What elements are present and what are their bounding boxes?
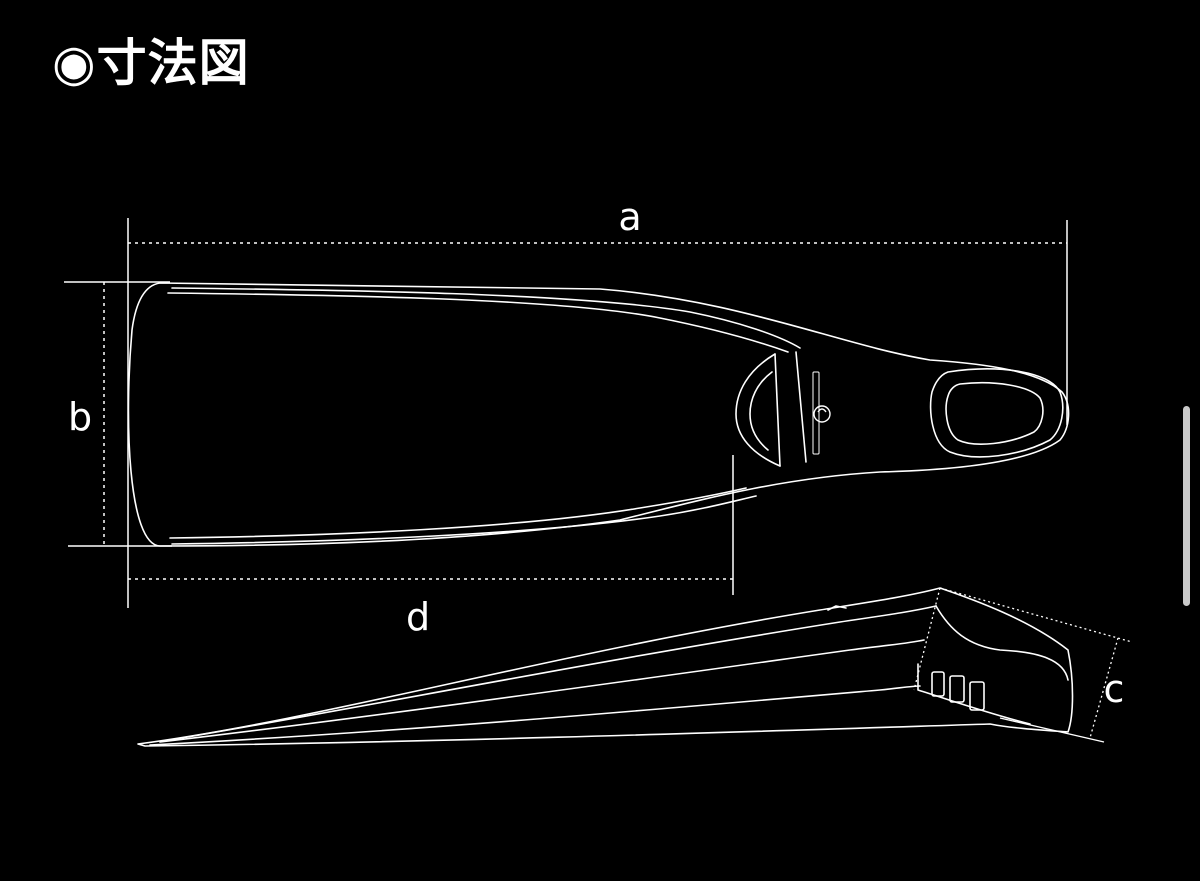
fin-side-rail-mid (159, 639, 925, 743)
fin-top-rail-lower (169, 487, 747, 539)
fin-top-foot-pocket-outer (929, 368, 1064, 458)
fin-top-bridge-edge-2 (795, 351, 807, 463)
fin-top-bridge (735, 353, 781, 467)
fin-side-view (137, 587, 1074, 747)
vertical-scrollbar[interactable] (1183, 406, 1190, 606)
page-title-text: ◉寸法図 (52, 34, 250, 92)
dimension-c-bottom-extension (999, 717, 1105, 743)
fin-top-bridge-edge-1 (774, 353, 781, 467)
dimension-c-line (1089, 637, 1119, 739)
dimension-d-label: d (406, 595, 430, 639)
fin-top-rail-lower-2 (171, 495, 757, 545)
page-title: ◉寸法図 (52, 26, 250, 100)
dimension-c-label: c (1104, 667, 1125, 711)
fin-top-rail-upper (167, 292, 789, 353)
dimension-c-top-extension (939, 587, 1133, 643)
dimension-c (913, 587, 1133, 743)
fin-side-cutout-3 (969, 681, 985, 711)
fin-side-rail-lower (149, 685, 921, 746)
brand-logo-icon (812, 371, 831, 455)
fin-top-foot-pocket-inner (945, 381, 1044, 445)
dimension-b (64, 281, 172, 547)
dimension-a-label: a (618, 195, 641, 239)
fin-side-rail-upper (169, 605, 937, 741)
dimension-b-label: b (68, 395, 92, 439)
fin-side-cutout-1 (931, 671, 945, 697)
fin-top-bridge-inner (749, 371, 773, 451)
dimension-a (127, 218, 1068, 608)
fin-side-heel (917, 663, 1031, 725)
fin-side-foot-pocket (935, 605, 1069, 681)
fin-top-outline (127, 282, 1070, 547)
fin-side-notch (827, 605, 847, 611)
fin-top-view (127, 282, 1070, 547)
fin-side-cutout-2 (949, 675, 965, 703)
dimension-d (128, 455, 734, 595)
fin-top-rail-upper-2 (171, 287, 801, 349)
fin-side-outline (137, 587, 1074, 747)
